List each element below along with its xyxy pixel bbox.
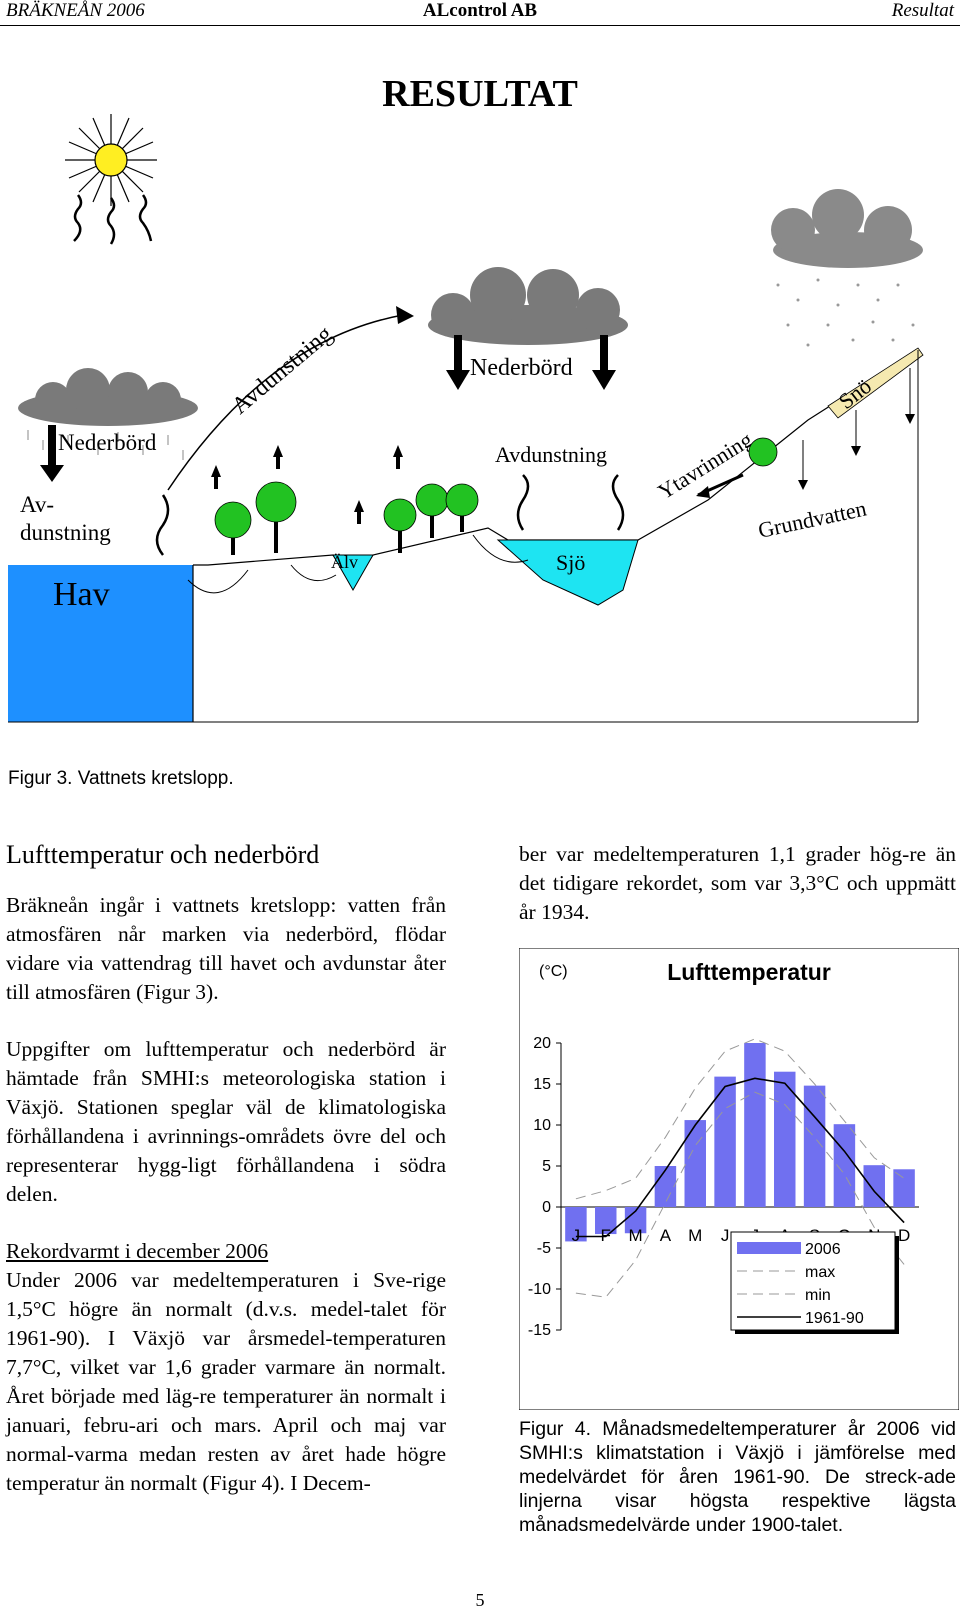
legend-swatch-2006 [737, 1242, 801, 1254]
label-avdunstning-line1: Av- [20, 492, 54, 517]
x-tick-label: J [572, 1226, 581, 1245]
y-tick-label: -15 [528, 1322, 551, 1339]
sun-icon [65, 114, 157, 206]
legend-label-2006: 2006 [805, 1241, 841, 1258]
bar-j-0 [565, 1207, 587, 1242]
groundwater-arrowheads [798, 414, 915, 490]
chart-ylabel: (°C) [539, 963, 568, 980]
legend-label-max: max [805, 1264, 835, 1281]
paragraph-2: Uppgifter om lufttemperatur och nederbör… [6, 1037, 446, 1206]
bar-f-1 [595, 1207, 617, 1235]
x-tick-label: J [721, 1226, 730, 1245]
label-sjo: Sjö [556, 550, 585, 575]
bar-s-8 [803, 1085, 826, 1207]
series-line-1961-90 [575, 1077, 905, 1238]
left-column: Lufttemperatur och nederbörd Bräkneån in… [6, 840, 446, 1498]
page-number: 5 [475, 1590, 485, 1610]
ground-line [192, 349, 919, 722]
sea-shape [8, 565, 193, 722]
figure-3-caption: Figur 3. Vattnets kretslopp. [8, 768, 234, 789]
subheading: Rekordvarmt i december 2006 [6, 1239, 269, 1263]
rain-left [27, 430, 184, 460]
water-cycle-diagram: Nederbörd Nederbörd Avdunstning Av- duns… [8, 114, 924, 723]
wavy-evaporation-arrows [155, 474, 625, 556]
chart-title: Lufttemperatur [667, 959, 831, 985]
x-tick-label: F [601, 1226, 611, 1245]
chart-border [518, 947, 960, 1411]
y-tick-label: -10 [528, 1281, 551, 1298]
paragraph-continued: ber var medeltemperaturen 1,1 grader hög… [519, 842, 956, 924]
legend-label-min: min [805, 1287, 831, 1304]
arrow-down-icon [40, 425, 64, 482]
arrow-down-icon [446, 335, 470, 390]
paragraph-3: Under 2006 var medeltemperaturen i Sve-r… [6, 1268, 446, 1495]
bar-m-4 [684, 1120, 706, 1207]
paragraph-1: Bräkneån ingår i vattnets kretslopp: vat… [6, 893, 446, 1004]
x-tick-label: A [660, 1226, 672, 1245]
heat-wave-icons [73, 194, 153, 245]
cloud-right-icon [771, 189, 923, 268]
groundwater-arrow-icons [802, 368, 911, 482]
series-line-max [575, 1038, 905, 1200]
bar-j-6 [744, 1043, 766, 1207]
tree-icons [214, 437, 778, 555]
snow-shape [827, 347, 924, 419]
bar-d-11 [893, 1169, 915, 1207]
y-tick-label: 10 [533, 1117, 551, 1134]
bar-a-7 [774, 1071, 796, 1207]
y-tick-label: 5 [542, 1158, 551, 1175]
page-title: RESULTAT [382, 73, 578, 115]
legend-label-1961-90: 1961-90 [805, 1310, 864, 1327]
page-header: BRÄKNEÅN 2006 ALcontrol AB Resultat [0, 0, 960, 26]
cloud-left-icon [18, 368, 198, 426]
label-alv: Älv [331, 552, 358, 572]
arrow-head-icon [696, 486, 710, 498]
header-rule [0, 25, 960, 26]
bar-a-3 [654, 1166, 677, 1207]
label-nederbord-center: Nederbörd [470, 355, 573, 381]
y-tick-label: 20 [533, 1035, 551, 1052]
label-nederbord-left: Nederbörd [58, 430, 157, 455]
arrow-head-icon [396, 306, 414, 324]
y-tick-label: 15 [533, 1076, 551, 1093]
arrow-down-icon [592, 335, 616, 390]
label-avdunstning-line2: dunstning [20, 520, 111, 545]
bar-n-10 [863, 1165, 885, 1207]
label-grundvatten: Grundvatten [756, 496, 869, 543]
x-tick-label: D [898, 1226, 910, 1245]
section-heading: Lufttemperatur och nederbörd [6, 840, 320, 869]
y-tick-label: 0 [542, 1199, 551, 1216]
snowfall [776, 278, 915, 347]
cloud-center-icon [428, 267, 628, 345]
x-tick-label: M [628, 1226, 642, 1245]
label-hav: Hav [53, 576, 110, 613]
bar-m-2 [624, 1207, 647, 1234]
bar-j-5 [714, 1076, 736, 1207]
right-column: ber var medeltemperaturen 1,1 grader hög… [519, 840, 956, 927]
y-tick-label: -5 [537, 1240, 551, 1257]
header-center: ALcontrol AB [422, 0, 538, 21]
figure-4-caption: Figur 4. Månadsmedeltemperaturer år 2006… [519, 1418, 956, 1536]
header-right: Resultat [891, 0, 954, 21]
evaporation-arrow-icons [211, 445, 403, 524]
label-avdunstning-center: Avdunstning [495, 442, 607, 467]
x-tick-label: M [688, 1226, 702, 1245]
river-shape [332, 554, 374, 592]
flow-arrows [187, 534, 529, 594]
series-line-min [575, 1091, 905, 1298]
lake-shape [496, 539, 639, 606]
evaporation-line [167, 314, 404, 491]
header-left: BRÄKNEÅN 2006 [6, 0, 145, 21]
label-avdunstning-diag: Avdunstning [227, 321, 337, 419]
